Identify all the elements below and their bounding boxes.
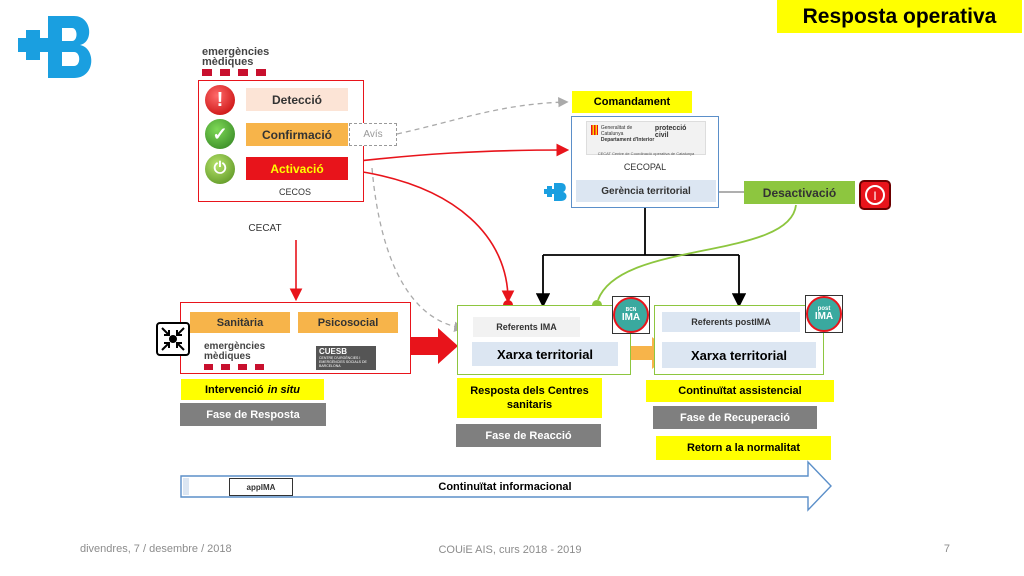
- intervencio-to-reaccio-arrow: [410, 328, 458, 364]
- info-arrow-shape: [180, 460, 832, 512]
- gencat-logo-card: Generalitat de Catalunya Departament d'I…: [586, 121, 706, 156]
- fase-resposta-label: Fase de Resposta: [180, 403, 326, 426]
- assembly-point-icon: [156, 322, 190, 356]
- proteccio-civil-text: protecció civil: [654, 125, 687, 139]
- footer-date: divendres, 7 / desembre / 2018: [80, 543, 232, 555]
- cuesb-logo: CUESB CENTRE D'URGÈNCIES I EMERGÈNCIES S…: [316, 346, 376, 370]
- post-ima-badge-icon: post IMA: [805, 295, 843, 333]
- cecat-sub-text: CECAT Centre de Coordinació operativa de…: [597, 151, 695, 156]
- sanitaria-label: Sanitària: [190, 312, 290, 333]
- cecopal-caption: CECOPAL: [623, 161, 667, 172]
- cuesb-text: CUESB: [319, 347, 348, 356]
- retorn-normalitat-label: Retorn a la normalitat: [656, 436, 831, 460]
- xarxa-recuperacio-label: Xarxa territorial: [662, 342, 816, 368]
- fase-recuperacio-label: Fase de Recuperació: [653, 406, 817, 429]
- em-logo-top: emergències mèdiques: [202, 47, 282, 79]
- alert-icon: !: [205, 85, 235, 115]
- xarxa-reaccio-label: Xarxa territorial: [472, 342, 618, 366]
- power-off-icon: |: [859, 180, 891, 210]
- intervencio-main-text: Intervenció: [204, 383, 264, 396]
- avis-label: Avís: [349, 123, 397, 146]
- fase-reaccio-label: Fase de Reacció: [456, 424, 601, 447]
- confirm-label: Confirmació: [246, 123, 348, 146]
- gencat-line1: Generalitat de Catalunya: [600, 125, 633, 137]
- psicosocial-label: Psicosocial: [298, 312, 398, 333]
- cecat-label: CECAT: [248, 222, 282, 234]
- continuitat-assistencial-label: Continuïtat assistencial: [646, 380, 834, 402]
- info-arrow-left-stripe: [183, 478, 189, 495]
- em-logo-line1: emergències: [202, 46, 270, 58]
- appima-label: appIMA: [229, 478, 293, 496]
- cuesb-sub-text: CENTRE D'URGÈNCIES I EMERGÈNCIES SOCIALS…: [319, 356, 367, 368]
- intervencio-italic-text: in situ: [267, 383, 301, 396]
- em-logo-bottom: emergències mèdiques: [204, 342, 284, 372]
- gerencia-label: Gerència territorial: [576, 180, 716, 202]
- power-icon: ⏻: [205, 154, 235, 184]
- avis-to-comandament-line: [396, 97, 569, 135]
- gencat-flag-icon: [591, 125, 598, 135]
- comandament-label: Comandament: [572, 91, 692, 113]
- gencat-line2: Departament d'Interior: [600, 137, 655, 143]
- em-logo-bottom-squares: [204, 364, 284, 370]
- footer-page: 7: [943, 543, 950, 555]
- em-logo-squares: [202, 69, 282, 76]
- intervencio-label: Intervenció in situ: [181, 379, 324, 400]
- desactivacio-to-reaccio-line: [597, 204, 797, 301]
- bcn-badge-text: IMA: [621, 312, 641, 323]
- bcn-badge-top-text: BCN: [625, 307, 637, 313]
- activacio-to-gerencia-line: [349, 143, 570, 163]
- referents-ima-label: Referents IMA: [473, 317, 580, 337]
- small-b-logo-icon: [544, 182, 568, 202]
- resposta-centres-label: Resposta dels Centres sanitaris: [457, 378, 602, 418]
- footer-course: COUiE AIS, curs 2018 - 2019: [438, 544, 582, 556]
- detect-label: Detecció: [246, 88, 348, 111]
- plus-b-logo-icon: [14, 14, 96, 80]
- continuitat-informacional-label: Continuïtat informacional: [438, 481, 572, 493]
- em-logo-bottom-line1: emergències: [204, 341, 266, 352]
- bcn-ima-badge-icon: BCN IMA: [612, 296, 650, 334]
- post-badge-top-text: post: [817, 306, 831, 312]
- em-logo-bottom-line2: mèdiques: [204, 351, 251, 362]
- cecos-caption: CECOS: [278, 187, 311, 197]
- page-title: Resposta operativa: [777, 0, 1022, 33]
- referents-postima-label: Referents postIMA: [662, 312, 800, 332]
- activacio-to-referents-line: [349, 169, 515, 304]
- check-icon: ✓: [205, 119, 235, 149]
- activate-label: Activació: [246, 157, 348, 180]
- desactivacio-label: Desactivació: [744, 181, 855, 204]
- post-badge-text: IMA: [814, 311, 834, 322]
- em-logo-line2: mèdiques: [202, 56, 254, 68]
